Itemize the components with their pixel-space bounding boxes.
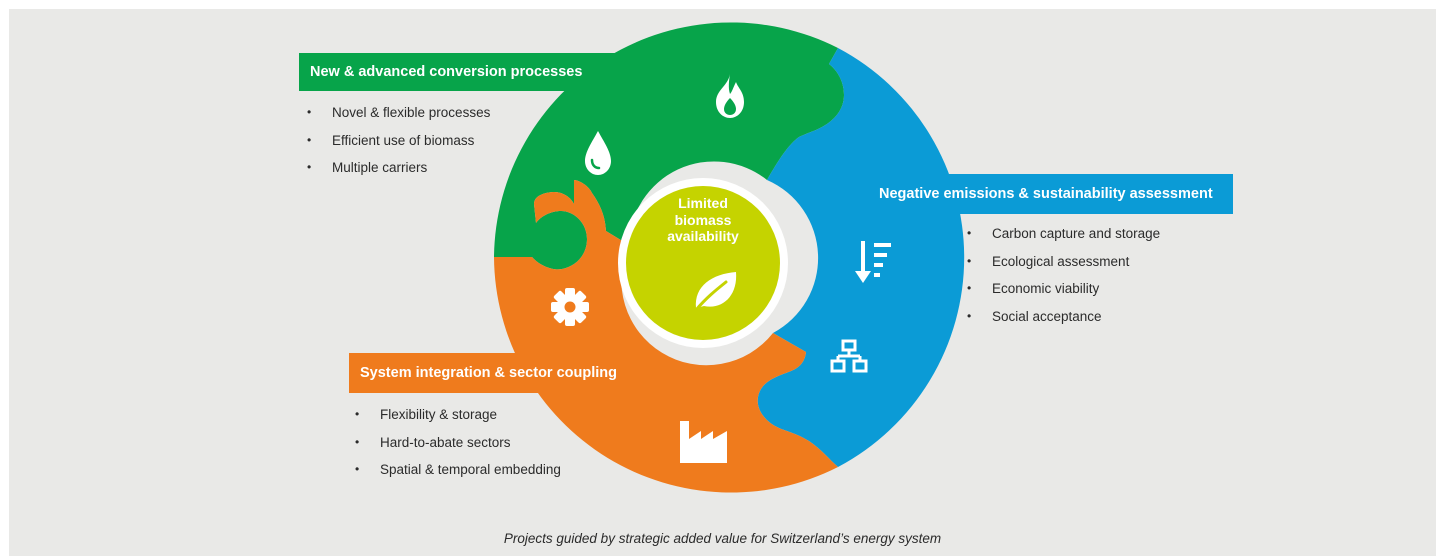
- system-integration-segment: [494, 180, 838, 493]
- list-item: Carbon capture and storage: [965, 220, 1160, 248]
- puzzle-cycle-diagram: [494, 22, 965, 493]
- list-item: Ecological assessment: [965, 248, 1160, 276]
- list-item: Flexibility & storage: [353, 401, 561, 429]
- list-item: Hard-to-abate sectors: [353, 429, 561, 457]
- caption: Projects guided by strategic added value…: [503, 531, 942, 546]
- center-label-line: availability: [667, 228, 739, 244]
- list-item: Economic viability: [965, 275, 1160, 303]
- system-integration-bullets: Flexibility & storage Hard-to-abate sect…: [353, 401, 561, 484]
- negative-emissions-segment: [757, 48, 965, 467]
- negative-emissions-bullets: Carbon capture and storage Ecological as…: [965, 220, 1160, 330]
- center-label-line: Limited: [678, 195, 728, 211]
- list-item: Multiple carriers: [305, 154, 490, 182]
- network-icon: [830, 339, 868, 373]
- system-integration-title: System integration & sector coupling: [349, 353, 636, 393]
- center-label: Limited biomass availability: [643, 195, 763, 245]
- factory-icon: [680, 421, 727, 463]
- diagram-canvas: New & advanced conversion processes Nove…: [9, 9, 1436, 556]
- water-drop-icon: [585, 131, 611, 175]
- flame-icon: [716, 74, 744, 118]
- list-item: Efficient use of biomass: [305, 127, 490, 155]
- list-item: Novel & flexible processes: [305, 99, 490, 127]
- center-circle: [626, 186, 780, 340]
- list-item: Spatial & temporal embedding: [353, 456, 561, 484]
- center-label-line: biomass: [674, 211, 732, 228]
- list-item: Social acceptance: [965, 303, 1160, 331]
- negative-emissions-title: Negative emissions & sustainability asse…: [868, 174, 1233, 214]
- gear-icon: [551, 288, 589, 326]
- sort-down-icon: [855, 241, 891, 283]
- conversion-bullets: Novel & flexible processes Efficient use…: [305, 99, 490, 182]
- leaf-icon: [694, 272, 737, 312]
- conversion-title: New & advanced conversion processes: [299, 53, 619, 91]
